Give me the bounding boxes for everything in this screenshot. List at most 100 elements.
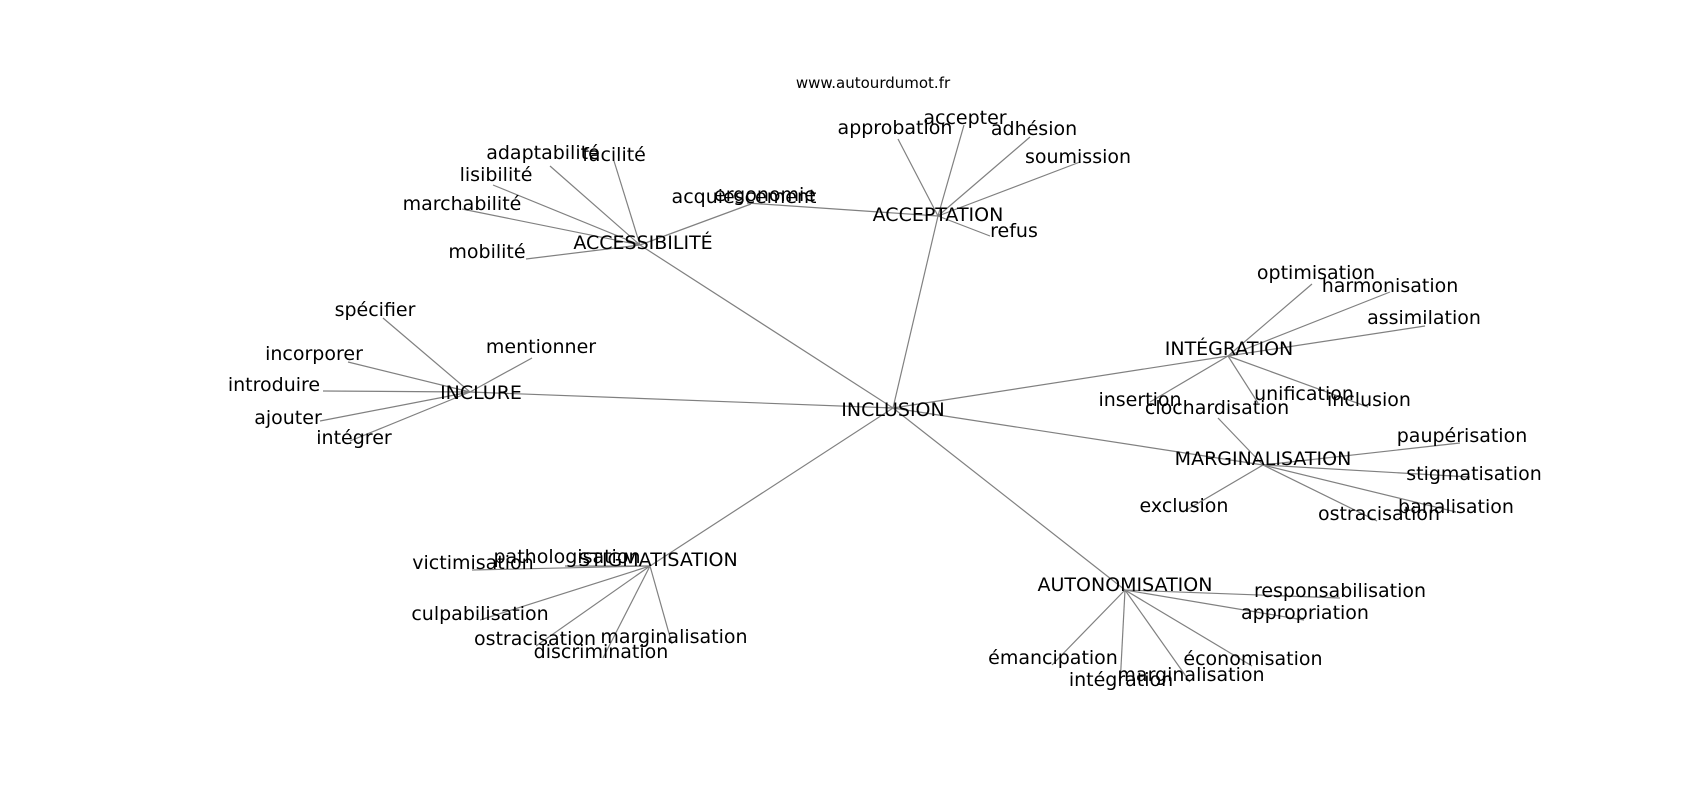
hub-label-stigmatisation: STIGMATISATION <box>578 549 737 571</box>
edge-center-inclure <box>469 391 894 409</box>
leaf-label-acceptation-4: refus <box>990 220 1038 242</box>
leaf-label-inclure-0: spécifier <box>335 299 416 321</box>
edge-autonomisation-1 <box>1124 589 1305 621</box>
edge-inclure-3 <box>322 390 471 393</box>
edge-autonomisation-0 <box>1124 589 1341 599</box>
leaf-label-integration-3: insertion <box>1098 389 1181 411</box>
hub-label-inclure: INCLURE <box>440 382 522 404</box>
edge-accessibilite-4 <box>525 244 641 260</box>
leaf-label-acceptation-1: accepter <box>923 107 1006 129</box>
edge-accessibilite-0 <box>549 165 641 246</box>
edge-acceptation-2 <box>937 136 1031 217</box>
leaf-label-autonomisation-2: émancipation <box>988 647 1118 669</box>
leaf-label-acceptation-3: soumission <box>1025 146 1131 168</box>
leaf-label-marginalisation-3: exclusion <box>1140 495 1229 517</box>
leaf-label-stigmatisation-0: pathologisation <box>494 546 641 568</box>
edge-stigmatisation-4 <box>602 565 651 659</box>
edge-integration-3 <box>1149 355 1229 403</box>
edge-stigmatisation-2 <box>479 565 651 621</box>
leaf-label-acceptation-5: acquiescement <box>672 186 817 208</box>
leaf-label-acceptation-2: adhésion <box>991 118 1077 140</box>
edge-autonomisation-4 <box>1124 589 1191 683</box>
leaf-label-inclure-2: incorporer <box>265 343 363 365</box>
edge-center-marginalisation <box>892 407 1264 466</box>
leaf-label-inclure-5: intégrer <box>316 427 392 449</box>
edge-stigmatisation-3 <box>535 565 651 647</box>
hub-label-acceptation: ACCEPTATION <box>873 204 1004 226</box>
edge-acceptation-4 <box>937 215 991 237</box>
edge-center-stigmatisation <box>649 407 894 567</box>
edge-autonomisation-3 <box>1119 589 1126 687</box>
edge-stigmatisation-5 <box>649 565 673 645</box>
leaf-label-inclure-3: introduire <box>228 374 320 396</box>
leaf-label-autonomisation-4: marginalisation <box>1117 664 1264 686</box>
edge-inclure-0 <box>382 317 471 393</box>
edge-marginalisation-5 <box>1262 464 1378 522</box>
edge-autonomisation-2 <box>1051 589 1126 666</box>
hub-label-autonomisation: AUTONOMISATION <box>1038 574 1213 596</box>
leaf-label-autonomisation-3: intégration <box>1069 669 1173 691</box>
leaf-label-accessibilite-1: facilité <box>582 144 646 166</box>
leaf-label-acceptation-0: approbation <box>838 117 953 139</box>
edge-integration-2 <box>1227 325 1426 357</box>
leaf-label-marginalisation-2: stigmatisation <box>1406 463 1542 485</box>
leaf-label-accessibilite-5: ergonomie <box>714 184 816 206</box>
leaf-label-marginalisation-5: ostracisation <box>1318 503 1440 525</box>
edge-accessibilite-1 <box>613 160 641 246</box>
leaf-label-marginalisation-1: paupérisation <box>1397 425 1528 447</box>
site-label: www.autourdumot.fr <box>796 74 951 92</box>
edge-center-accessibilite <box>639 244 894 409</box>
edge-inclure-5 <box>349 391 471 442</box>
center-node-label: INCLUSION <box>841 399 944 421</box>
leaf-label-accessibilite-0: adaptabilité <box>486 142 600 164</box>
leaf-label-inclure-1: mentionner <box>486 336 596 358</box>
edge-marginalisation-0 <box>1217 417 1264 466</box>
edge-center-integration <box>892 355 1229 409</box>
graph-labels: www.autourdumot.fr INCLUSION INCLURE spéci… <box>228 74 1542 691</box>
edge-inclure-1 <box>469 357 533 393</box>
leaf-label-stigmatisation-2: culpabilisation <box>411 603 548 625</box>
leaf-label-accessibilite-2: lisibilité <box>460 164 533 186</box>
hub-label-integration: INTÉGRATION <box>1165 337 1293 360</box>
leaf-label-stigmatisation-3: ostracisation <box>474 628 596 650</box>
edge-inclure-2 <box>347 361 471 393</box>
edge-center-acceptation <box>892 215 939 409</box>
edge-autonomisation-5 <box>1124 589 1253 667</box>
edge-integration-0 <box>1227 283 1313 357</box>
leaf-label-autonomisation-0: responsabilisation <box>1254 580 1426 602</box>
hub-label-marginalisation: MARGINALISATION <box>1175 448 1352 470</box>
leaf-label-stigmatisation-1: victimisation <box>412 552 533 574</box>
edge-acceptation-5 <box>746 202 939 217</box>
leaf-label-stigmatisation-5: marginalisation <box>600 626 747 648</box>
leaf-label-inclure-4: ajouter <box>254 407 322 429</box>
edge-integration-4 <box>1227 355 1259 404</box>
leaf-label-integration-1: harmonisation <box>1322 275 1459 297</box>
edge-acceptation-1 <box>937 124 965 217</box>
leaf-label-integration-5: inclusion <box>1327 389 1411 411</box>
edge-accessibilite-2 <box>492 184 641 246</box>
edge-marginalisation-3 <box>1182 464 1264 513</box>
edge-inclure-4 <box>319 391 471 422</box>
leaf-label-integration-0: optimisation <box>1257 262 1375 284</box>
edge-acceptation-0 <box>897 138 939 217</box>
leaf-label-accessibilite-4: mobilité <box>448 241 525 263</box>
leaf-label-marginalisation-0: clochardisation <box>1145 397 1289 419</box>
leaf-label-autonomisation-1: appropriation <box>1241 602 1369 624</box>
leaf-label-marginalisation-4: banalisation <box>1398 496 1514 518</box>
edge-marginalisation-1 <box>1262 442 1461 466</box>
edge-center-autonomisation <box>892 407 1126 591</box>
edge-marginalisation-4 <box>1262 464 1457 513</box>
edge-marginalisation-2 <box>1262 464 1471 478</box>
edge-stigmatisation-1 <box>471 565 651 571</box>
graph-edges <box>319 124 1471 687</box>
edge-accessibilite-3 <box>461 208 641 246</box>
edge-integration-1 <box>1227 291 1391 357</box>
edge-accessibilite-5 <box>639 203 752 246</box>
leaf-label-stigmatisation-4: discrimination <box>534 641 669 663</box>
leaf-label-autonomisation-5: économisation <box>1183 648 1322 670</box>
leaf-label-accessibilite-3: marchabilité <box>403 193 522 215</box>
edge-acceptation-3 <box>937 161 1081 217</box>
leaf-label-integration-2: assimilation <box>1367 307 1481 329</box>
leaf-label-integration-4: unification <box>1254 383 1354 405</box>
